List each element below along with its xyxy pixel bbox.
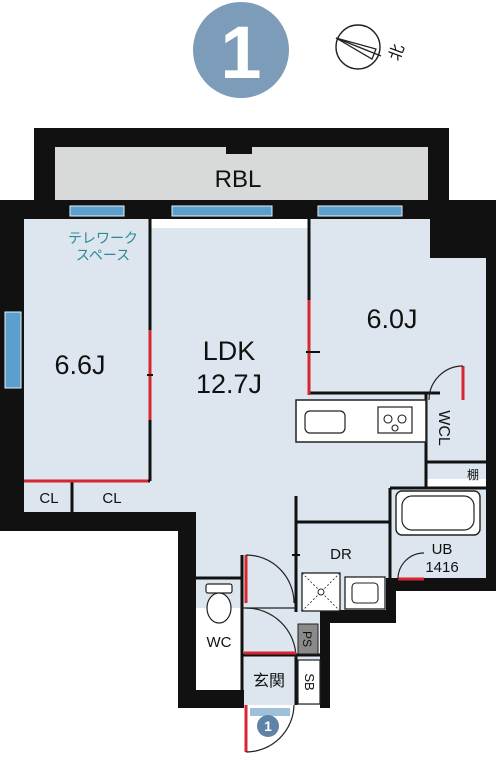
north-label: 北 bbox=[386, 42, 408, 63]
ps-label: PS bbox=[300, 631, 314, 647]
unit-number-badge bbox=[193, 2, 289, 98]
dr-label: DR bbox=[330, 546, 352, 563]
balcony-label: RBL bbox=[215, 166, 262, 193]
unit-number: 1 bbox=[220, 11, 261, 94]
bathtub-icon bbox=[395, 490, 481, 536]
ub-label: UB bbox=[432, 541, 453, 558]
wc-label: WC bbox=[207, 634, 232, 651]
entrance-label: 玄関 bbox=[253, 672, 285, 690]
western-room-left-size: 6.6J bbox=[54, 350, 105, 380]
ldk-label: LDK bbox=[203, 336, 256, 366]
sb-box bbox=[297, 659, 321, 705]
toilet-icon bbox=[205, 583, 233, 624]
sb-label: SB bbox=[302, 673, 317, 690]
stove-icon bbox=[377, 406, 413, 434]
sink-icon bbox=[304, 410, 346, 434]
kitchen-counter bbox=[295, 399, 427, 443]
ps-box bbox=[297, 623, 319, 655]
vanity-icon bbox=[344, 576, 386, 610]
interior-floor bbox=[24, 219, 486, 705]
shelf-label: 棚 bbox=[467, 467, 479, 482]
entrance-step bbox=[250, 708, 290, 716]
telework-label-line2: スペース bbox=[76, 247, 130, 263]
doors bbox=[24, 300, 465, 753]
entrance-marker-number: 1 bbox=[264, 718, 272, 734]
north-compass-icon bbox=[335, 24, 382, 70]
entrance-marker bbox=[257, 715, 279, 737]
closet-label-2: CL bbox=[102, 490, 121, 507]
washing-machine-pan-icon bbox=[301, 572, 341, 612]
western-room-right-size: 6.0J bbox=[366, 304, 417, 334]
closet-label-1: CL bbox=[39, 490, 58, 507]
balcony-floor bbox=[55, 147, 428, 204]
wcl-label: WCL bbox=[435, 410, 452, 446]
ldk-size: 12.7J bbox=[196, 369, 262, 399]
windows bbox=[4, 205, 403, 389]
ub-size: 1416 bbox=[425, 559, 458, 576]
telework-label-line1: テレワーク bbox=[68, 230, 138, 246]
